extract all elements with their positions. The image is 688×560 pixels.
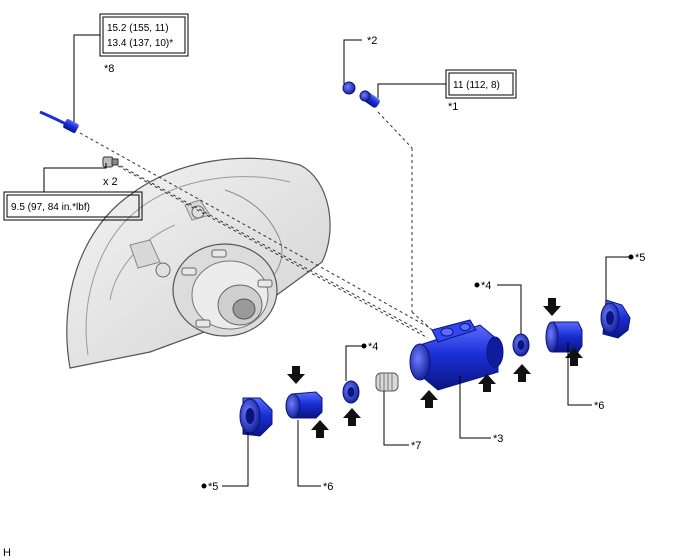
arrow-up (343, 408, 361, 426)
label-x2: x 2 (103, 176, 118, 188)
part-labels: *8 *2 *1 x 2 *4 *5 *4 *6 *7 *3 *5 *6 H (3, 35, 645, 559)
spring (375, 372, 399, 392)
label-p4-left: *4 (368, 341, 378, 353)
torque-box-bolt: 9.5 (97, 84 in.*lbf) (3, 191, 143, 221)
torque-value-8a: 15.2 (155, 11) (107, 23, 169, 34)
label-p2: *2 (367, 35, 377, 47)
label-p4-right: *4 (481, 280, 491, 292)
arrow-up (565, 348, 583, 366)
arrow-up (513, 364, 531, 382)
bullet-icon (201, 483, 207, 489)
torque-value-bolt: 9.5 (97, 84 in.*lbf) (11, 202, 90, 213)
arrow-up (311, 420, 329, 438)
cup-left (342, 380, 360, 404)
arrow-down (287, 366, 305, 384)
corner-code: H (3, 547, 11, 559)
label-p3: *3 (493, 433, 503, 445)
torque-value-8b: 13.4 (137, 10)* (107, 38, 173, 49)
grease-arrows (287, 298, 583, 438)
bullet-icon (628, 254, 634, 260)
arrow-up (478, 374, 496, 392)
arrow-down (543, 298, 561, 316)
label-p7: *7 (411, 440, 421, 452)
torque-box-8: 15.2 (155, 11) 13.4 (137, 10)* (99, 13, 189, 57)
label-p5-left: *5 (208, 481, 218, 493)
bolt (102, 156, 119, 168)
label-p1: *1 (448, 101, 458, 113)
torque-box-1: 11 (112, 8) (445, 69, 517, 99)
boot-right (600, 299, 631, 339)
label-p5-right: *5 (635, 252, 645, 264)
bullet-icon (361, 343, 367, 349)
cup-right (512, 333, 530, 357)
leader-lines (43, 34, 629, 487)
label-p6-left: *6 (323, 481, 333, 493)
backing-plate (66, 157, 331, 369)
label-p6-right: *6 (594, 400, 604, 412)
bullet-icon (474, 282, 480, 288)
piston-right (545, 321, 583, 353)
brake-line (39, 110, 79, 133)
arrow-up (420, 390, 438, 408)
torque-value-1: 11 (112, 8) (453, 80, 500, 91)
bleeder-cap (342, 81, 356, 95)
boot-left (239, 397, 273, 437)
alignment-lines (79, 111, 433, 339)
label-p8: *8 (104, 63, 114, 75)
piston-left (285, 391, 323, 419)
bleeder-plug (359, 90, 380, 108)
wheel-cylinder (409, 319, 504, 391)
